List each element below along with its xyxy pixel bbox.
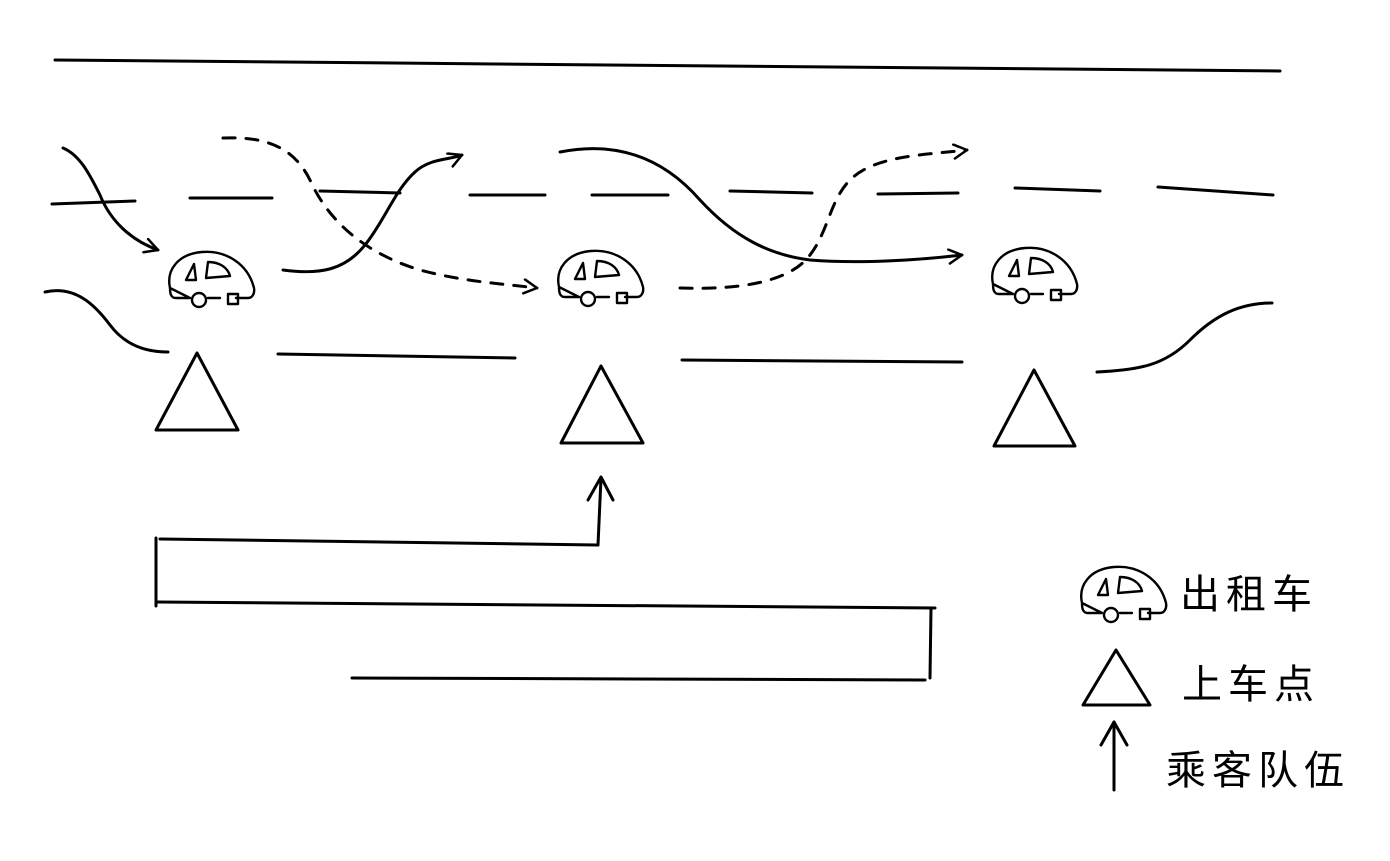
taxi xyxy=(168,250,256,309)
passenger-queue xyxy=(154,475,937,682)
curb-line xyxy=(43,289,1274,374)
road-top-edge xyxy=(53,58,1282,73)
pickup-point xyxy=(559,364,645,445)
road xyxy=(43,58,1282,374)
taxi xyxy=(991,246,1079,305)
pickup-point xyxy=(992,368,1077,448)
legend-triangle-icon xyxy=(1081,648,1152,707)
taxi-path-dashed xyxy=(678,150,969,290)
legend-label-taxi: 出租车 xyxy=(1180,572,1318,618)
taxi-paths xyxy=(61,136,969,290)
legend-taxi-icon xyxy=(1080,565,1168,624)
legend-label-pickup-point: 上车点 xyxy=(1182,662,1320,708)
taxi-path-solid xyxy=(558,147,964,262)
taxi-path-dashed xyxy=(221,136,539,288)
lane-divider-dashed xyxy=(50,185,1275,206)
taxi xyxy=(557,249,645,308)
taxi-path-solid xyxy=(281,155,464,274)
legend-label-passenger-queue: 乘客队伍 xyxy=(1166,748,1350,794)
legend-arrow-up-icon xyxy=(1099,720,1129,792)
pickup-point xyxy=(154,351,240,432)
taxi-path-solid xyxy=(61,146,160,250)
queue-arrow xyxy=(596,476,603,547)
